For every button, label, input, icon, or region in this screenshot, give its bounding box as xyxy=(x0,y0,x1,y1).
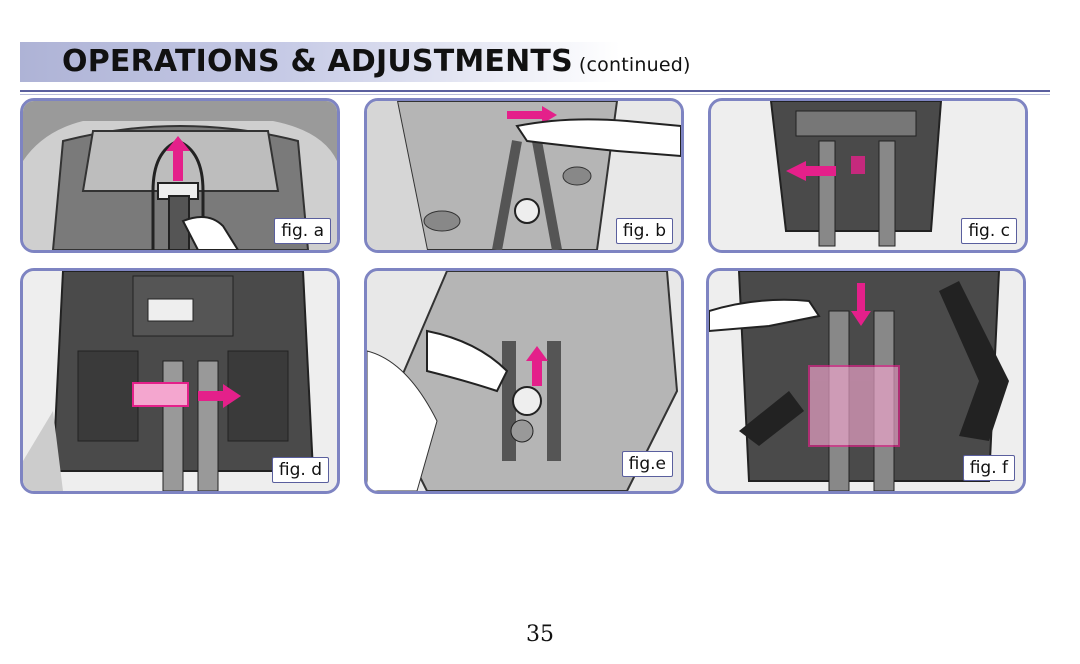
arrow-up-icon xyxy=(166,136,190,181)
arrow-right-icon xyxy=(507,106,557,124)
page-number: 35 xyxy=(526,622,554,647)
hand-icon xyxy=(515,118,681,158)
hand-icon xyxy=(426,329,509,393)
arrow-up-icon xyxy=(526,346,548,386)
arrow-right-icon xyxy=(198,384,241,408)
hand-icon xyxy=(181,216,240,250)
header-rule-thin xyxy=(20,94,1050,95)
figure-a-illustration xyxy=(23,101,337,250)
hand-icon xyxy=(709,298,821,333)
figure-b-label: fig. b xyxy=(615,218,673,244)
figure-d: fig. d xyxy=(20,268,340,494)
figure-f: fig. f xyxy=(706,268,1026,494)
header-band xyxy=(20,42,620,82)
figure-c-label: fig. c xyxy=(961,218,1017,244)
arrow-left-icon xyxy=(786,161,836,181)
figure-c: fig. c xyxy=(708,98,1028,253)
title-text: OPERATIONS & ADJUSTMENTS xyxy=(62,44,573,79)
figure-a-label: fig. a xyxy=(274,218,331,244)
figure-f-illustration xyxy=(709,271,1023,491)
header-rule xyxy=(20,90,1050,92)
figure-d-illustration xyxy=(23,271,337,491)
arrow-down-icon xyxy=(851,283,871,326)
figure-e-label: fig.e xyxy=(621,451,673,477)
figure-b: fig. b xyxy=(364,98,684,253)
figure-f-label: fig. f xyxy=(962,455,1015,481)
page-title: OPERATIONS & ADJUSTMENTS(continued) xyxy=(62,44,691,79)
figure-e: fig.e xyxy=(364,268,684,494)
figure-a: fig. a xyxy=(20,98,340,253)
title-continued: (continued) xyxy=(578,54,691,76)
figure-d-label: fig. d xyxy=(271,457,329,483)
